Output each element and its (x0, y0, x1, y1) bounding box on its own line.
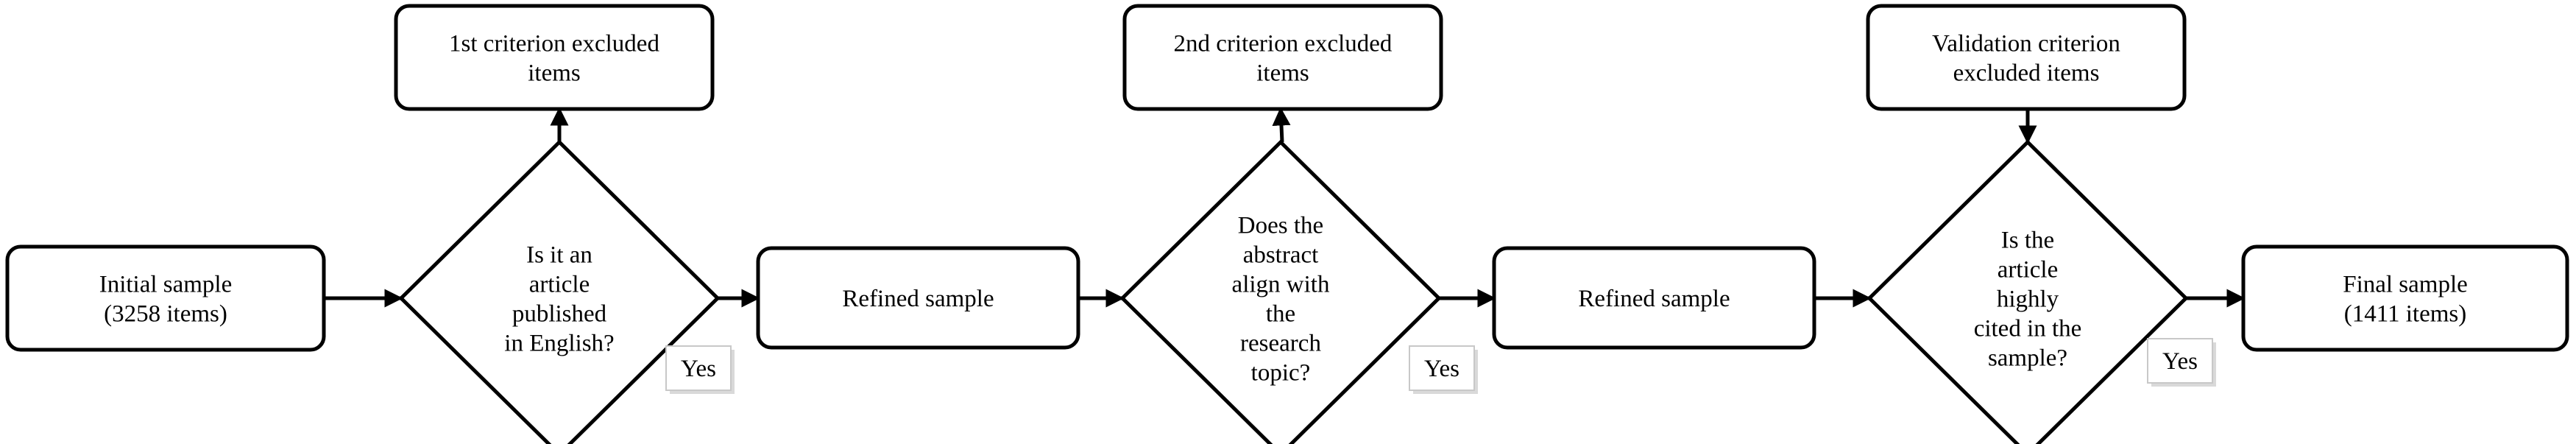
yes-label-text: Yes (681, 356, 716, 382)
node-excluded-2: 2nd criterion excluded items (1122, 4, 1443, 111)
nodes-layer: Initial sample (3258 items) Is it an articl… (5, 4, 2569, 444)
refined-sample-2-label-line: Refined sample (1578, 286, 1730, 312)
decision-cited-label-line: Is the (2001, 228, 2054, 254)
decision-abstract-label-line: research (1240, 331, 1321, 357)
node-excluded-3: Validation criterion excluded items (1866, 4, 2187, 111)
node-refined-sample-1: Refined sample (756, 246, 1080, 350)
excluded-2-box (1122, 4, 1443, 111)
edge-labels-layer: Yes Yes Yes (665, 338, 2216, 394)
decision-abstract-label-line: the (1266, 301, 1295, 328)
refined-sample-1-label-line: Refined sample (842, 286, 994, 312)
excluded-1-label-line: items (528, 60, 581, 87)
final-sample-label-line: (1411 items) (2344, 301, 2467, 328)
decision-cited-diamond (1866, 139, 2189, 444)
decision-cited-label-line: cited in the (1974, 316, 2082, 342)
final-sample-box (2241, 244, 2569, 352)
excluded-3-box (1866, 4, 2187, 111)
decision-cited-label-line: sample? (1988, 345, 2067, 372)
decision-abstract-diamond (1119, 139, 1442, 444)
yes-label-text: Yes (1424, 356, 1459, 382)
node-decision-english: Is it an article published in English? (398, 139, 721, 444)
decision-english-label-line: Is it an (526, 242, 592, 269)
decision-english-label-line: published (512, 301, 607, 328)
yes-label-box (665, 345, 732, 391)
decision-abstract-label-line: align with (1232, 272, 1330, 298)
yes-label-box (1409, 345, 1475, 391)
excluded-3-label-line: Validation criterion (1932, 31, 2120, 57)
node-excluded-1: 1st criterion excluded items (394, 4, 715, 111)
node-decision-cited: Is the article highly cited in the sample? (1866, 139, 2189, 444)
initial-sample-box (5, 244, 326, 352)
excluded-3-label-line: excluded items (1953, 60, 2100, 87)
excluded-2-label-line: 2nd criterion excluded (1174, 31, 1393, 57)
decision-abstract-label-line: topic? (1251, 360, 1311, 387)
yes-label-decision-cited: Yes (2147, 338, 2216, 387)
node-final-sample: Final sample (1411 items) (2241, 244, 2569, 352)
refined-sample-2-box (1492, 246, 1816, 350)
edges-layer (324, 107, 2246, 308)
arrow-decision-abstract-to-excluded-2 (1272, 107, 1291, 143)
excluded-1-label-line: 1st criterion excluded (449, 31, 659, 57)
decision-abstract-label-line: abstract (1243, 242, 1319, 269)
decision-cited-label-line: highly (1997, 286, 2059, 313)
yes-label-text: Yes (2162, 348, 2198, 375)
decision-english-diamond (398, 139, 721, 444)
excluded-1-box (394, 4, 715, 111)
final-sample-label-line: Final sample (2343, 272, 2468, 298)
initial-sample-label-line: Initial sample (99, 272, 233, 298)
node-decision-abstract: Does the abstract align with the research top… (1119, 139, 1442, 444)
decision-abstract-label-line: Does the (1238, 213, 1323, 239)
excluded-2-label-line: items (1256, 60, 1309, 87)
decision-cited-label-line: article (1998, 257, 2058, 283)
yes-label-box (2147, 338, 2213, 384)
node-refined-sample-2: Refined sample (1492, 246, 1816, 350)
decision-english-label-line: article (529, 272, 590, 298)
refined-sample-1-box (756, 246, 1080, 350)
decision-english-label-line: in English? (504, 331, 614, 357)
yes-label-decision-english: Yes (665, 345, 735, 394)
yes-label-decision-abstract: Yes (1409, 345, 1478, 394)
node-initial-sample: Initial sample (3258 items) (5, 244, 326, 352)
initial-sample-label-line: (3258 items) (104, 301, 227, 328)
